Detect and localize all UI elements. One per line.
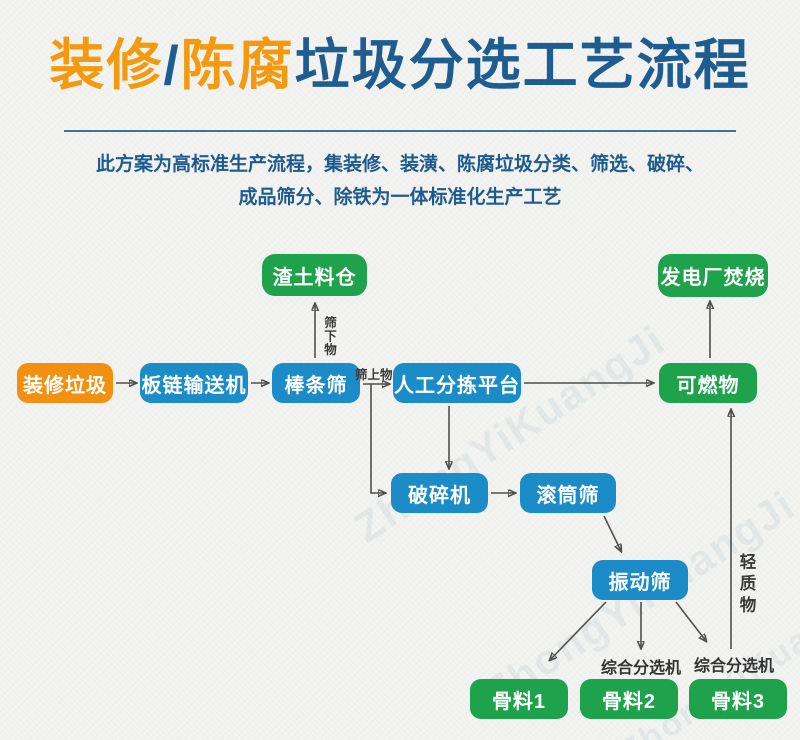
edge-label-sieve-overflow: 筛上物 [355, 368, 393, 382]
node-guliao-1: 骨料1 [470, 679, 568, 719]
node-fadianchang-fenshao: 发电厂焚烧 [658, 254, 768, 297]
title-highlight-2: 陈腐 [180, 34, 295, 96]
edge-bangtiao-to-posui [370, 384, 385, 493]
node-zhendong-shai: 振动筛 [592, 560, 688, 600]
node-zhuangxiu-laji: 装修垃圾 [17, 363, 113, 403]
edge-guntong-to-zhendong [603, 515, 621, 551]
edge-label-sieve-underflow: 筛下物 [322, 316, 336, 357]
subtitle-line-1: 此方案为高标准生产流程，集装修、装潢、陈腐垃圾分类、筛选、破碎、 [95, 154, 704, 175]
node-banlian-shusongji: 板链输送机 [140, 363, 248, 403]
edge-zhendong-to-guliao3 [675, 601, 706, 641]
subtitle: 此方案为高标准生产流程，集装修、装潢、陈腐垃圾分类、筛选、破碎、成品筛分、除铁为… [0, 148, 800, 214]
edge-label-combined-sorter-2: 综合分选机 [693, 658, 774, 675]
title-main-text: 垃圾分选工艺流程 [294, 34, 751, 96]
node-guliao-3: 骨料3 [689, 679, 787, 719]
node-guntong-shai: 滚筒筛 [520, 473, 616, 513]
title-highlight-1: 装修 [49, 34, 164, 96]
title-slash: / [163, 34, 181, 96]
edge-zhendong-to-guliao1 [550, 601, 607, 660]
watermark: ZhongYiKuangJi [345, 315, 674, 552]
subtitle-line-2: 成品筛分、除铁为一体标准化生产工艺 [238, 187, 562, 208]
page-title: 装修/陈腐垃圾分选工艺流程 [0, 0, 800, 96]
node-posuiji: 破碎机 [391, 473, 488, 513]
node-bangtiao-shai: 棒条筛 [272, 363, 360, 403]
node-rengong-fenjian-pingtai: 人工分拣平台 [393, 363, 521, 403]
edge-label-combined-sorter-1: 综合分选机 [600, 660, 681, 677]
node-guliao-2: 骨料2 [580, 679, 678, 719]
title-divider [64, 130, 736, 132]
node-keranwu: 可燃物 [659, 363, 757, 403]
edge-label-light-material: 轻质物 [737, 553, 755, 618]
node-zhatu-liaocang: 渣土料仓 [262, 254, 367, 296]
